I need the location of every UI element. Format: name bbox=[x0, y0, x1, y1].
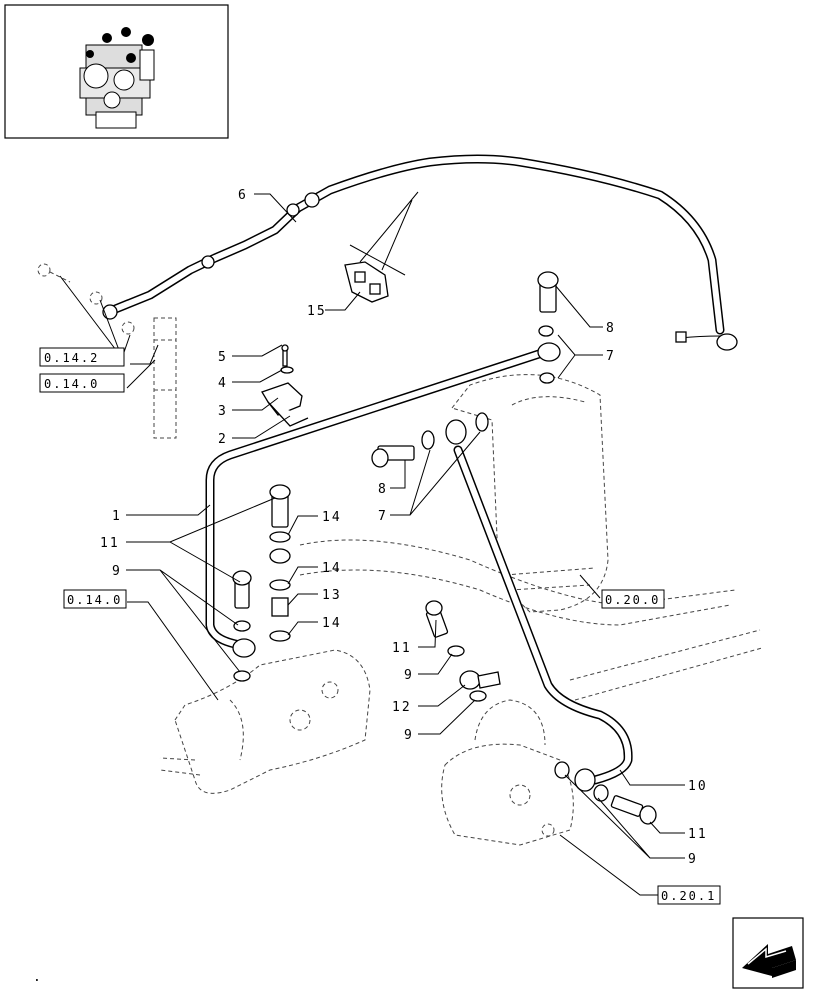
callout-10: 10 bbox=[688, 779, 708, 794]
ref-box-0-20-1[interactable]: 0.20.1 bbox=[657, 885, 721, 905]
banjo-fitting-7-top[interactable] bbox=[537, 271, 561, 384]
callout-8-top: 8 bbox=[606, 321, 616, 336]
feed-pipe-10[interactable] bbox=[453, 445, 633, 785]
fitting-stack-right[interactable] bbox=[425, 600, 501, 702]
callout-1: 1 bbox=[112, 509, 122, 524]
ref-box-0-14-0-bottom[interactable]: 0.14.0 bbox=[63, 589, 127, 609]
footer-dot: . bbox=[33, 970, 43, 985]
callout-9-right-a: 9 bbox=[404, 668, 414, 683]
callout-6: 6 bbox=[238, 188, 248, 203]
injection-pump-outline bbox=[159, 649, 371, 794]
background-pipes-outline bbox=[299, 539, 763, 701]
engine-thumbnail-image bbox=[79, 27, 155, 129]
callout-7-mid: 7 bbox=[378, 509, 388, 524]
ref-box-0-14-0-top[interactable]: 0.14.0 bbox=[39, 373, 125, 393]
ref-0-14-0-bottom-text: 0.14.0 bbox=[67, 593, 122, 607]
navigation-arrow-button[interactable] bbox=[732, 917, 804, 989]
callout-14-b: 14 bbox=[322, 561, 342, 576]
arrow-icon bbox=[742, 944, 796, 978]
return-pipe-6[interactable] bbox=[102, 154, 738, 351]
callout-2: 2 bbox=[218, 432, 228, 447]
banjo-fitting-7-mid[interactable] bbox=[371, 412, 489, 468]
pipe-clip-15[interactable] bbox=[344, 261, 389, 303]
callout-labels: 6 15 8 7 5 4 3 2 8 7 1 11 9 14 14 13 14 … bbox=[100, 188, 708, 867]
ref-0-20-1-text: 0.20.1 bbox=[661, 889, 716, 903]
callout-14-c: 14 bbox=[322, 616, 342, 631]
callout-11-right: 11 bbox=[392, 641, 412, 656]
ref-0-14-2-text: 0.14.2 bbox=[44, 351, 99, 365]
feed-pump-outline bbox=[441, 699, 574, 846]
callout-8-mid: 8 bbox=[378, 482, 388, 497]
callout-11-left: 11 bbox=[100, 536, 120, 551]
ref-box-0-14-2[interactable]: 0.14.2 bbox=[39, 347, 125, 367]
callout-11-bottom: 11 bbox=[688, 827, 708, 842]
injector-outline bbox=[37, 263, 177, 439]
callout-7-top: 7 bbox=[606, 349, 616, 364]
callout-5: 5 bbox=[218, 350, 228, 365]
fuel-filter-outline bbox=[451, 374, 609, 613]
ref-0-20-0-text: 0.20.0 bbox=[605, 593, 660, 607]
ref-box-0-20-0[interactable]: 0.20.0 bbox=[601, 589, 665, 609]
engine-thumbnail[interactable] bbox=[4, 4, 229, 139]
fitting-stack-bottom[interactable] bbox=[554, 761, 657, 825]
callout-9-right-b: 9 bbox=[404, 728, 414, 743]
callout-12: 12 bbox=[392, 700, 412, 715]
ref-0-14-0-top-text: 0.14.0 bbox=[44, 377, 99, 391]
callout-4: 4 bbox=[218, 376, 228, 391]
callout-14-a: 14 bbox=[322, 510, 342, 525]
callout-15: 15 bbox=[307, 304, 327, 319]
leakoff-pipe-1[interactable] bbox=[205, 347, 550, 650]
clamp-assembly[interactable] bbox=[261, 344, 309, 427]
fitting-stack-left[interactable] bbox=[232, 484, 291, 682]
callout-9-left: 9 bbox=[112, 564, 122, 579]
callout-13: 13 bbox=[322, 588, 342, 603]
callout-3: 3 bbox=[218, 404, 228, 419]
callout-9-bottom: 9 bbox=[688, 852, 698, 867]
